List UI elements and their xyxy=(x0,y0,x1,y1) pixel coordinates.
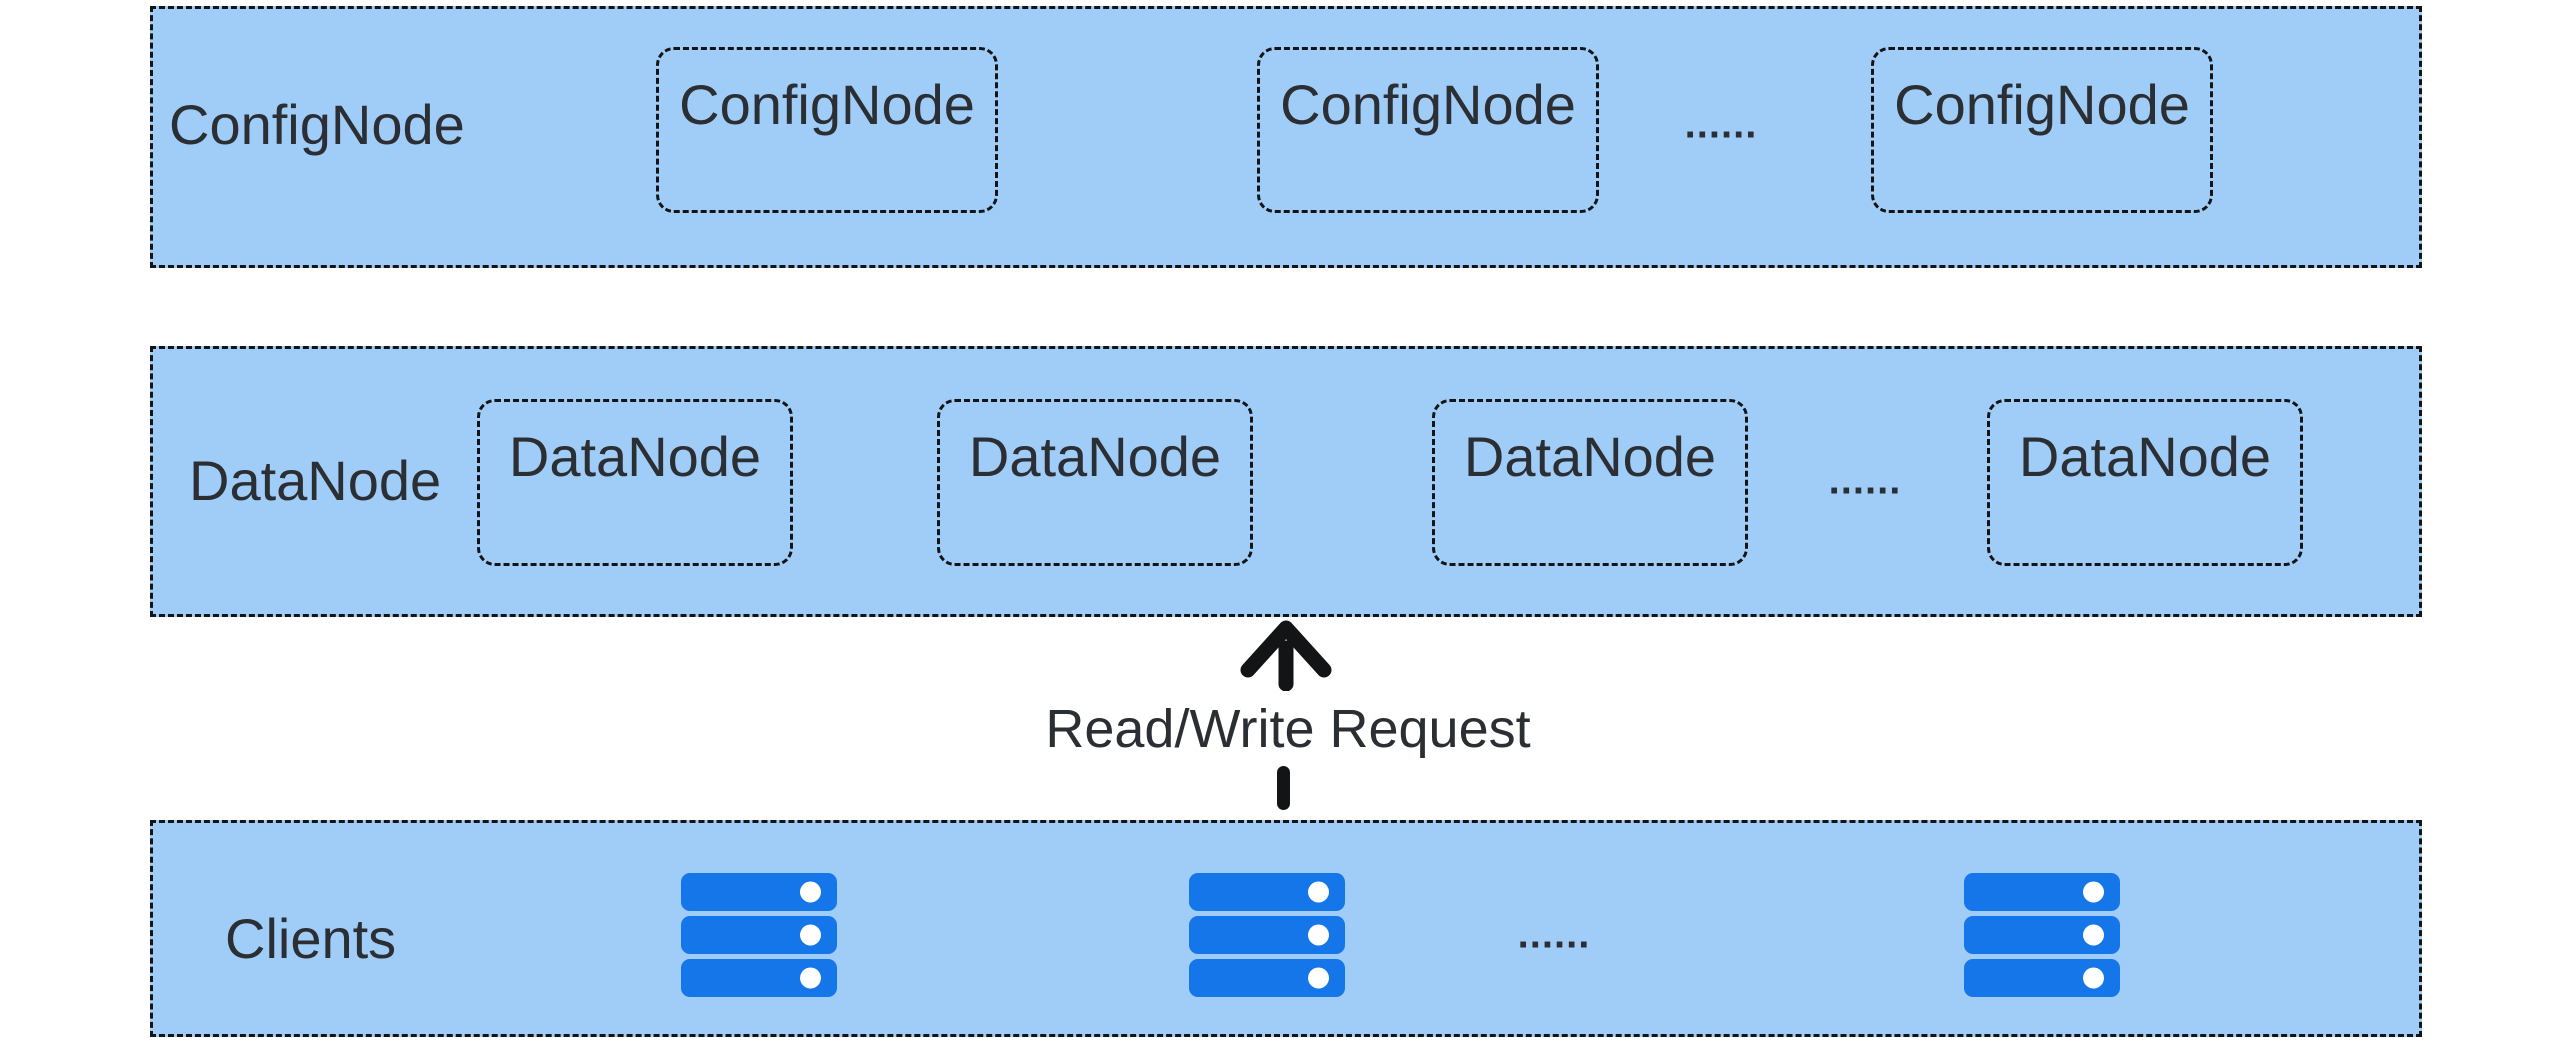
server-bar xyxy=(1964,959,2120,997)
confignode-box-2: ConfigNode xyxy=(1257,47,1599,213)
server-led-dot xyxy=(1308,924,1329,946)
server-bar xyxy=(1189,916,1345,954)
server-led-dot xyxy=(2083,924,2104,946)
server-bar xyxy=(1964,873,2120,911)
confignode-box-1: ConfigNode xyxy=(656,47,998,213)
datanode-ellipsis: ...... xyxy=(1828,458,1902,503)
client-server-stack-icon-3 xyxy=(1964,873,2120,997)
datanode-row: DataNode DataNode DataNode DataNode ....… xyxy=(150,346,2422,617)
datanode-row-label: DataNode xyxy=(189,449,442,512)
clients-row: Clients ...... xyxy=(150,820,2422,1037)
server-bar xyxy=(681,916,837,954)
read-write-request-label: Read/Write Request xyxy=(1045,699,1531,759)
server-led-dot xyxy=(800,881,821,903)
arrow-dash-segment xyxy=(1277,766,1290,810)
up-arrow-icon xyxy=(1240,620,1332,691)
server-bar xyxy=(1964,916,2120,954)
server-led-dot xyxy=(1308,967,1329,989)
confignode-row-label: ConfigNode xyxy=(169,93,465,156)
clients-row-label: Clients xyxy=(225,907,397,970)
server-led-dot xyxy=(800,967,821,989)
datanode-box-2: DataNode xyxy=(937,399,1253,566)
datanode-box-3-label: DataNode xyxy=(1463,425,1717,488)
datanode-box-2-label: DataNode xyxy=(968,425,1222,488)
datanode-box-1: DataNode xyxy=(477,399,793,566)
confignode-box-1-label: ConfigNode xyxy=(679,73,975,136)
datanode-box-4-label: DataNode xyxy=(2018,425,2272,488)
server-bar xyxy=(1189,959,1345,997)
client-server-stack-icon-2 xyxy=(1189,873,1345,997)
datanode-box-1-label: DataNode xyxy=(508,425,762,488)
server-led-dot xyxy=(2083,967,2104,989)
server-bar xyxy=(1189,873,1345,911)
server-led-dot xyxy=(1308,881,1329,903)
server-led-dot xyxy=(2083,881,2104,903)
server-bar xyxy=(681,873,837,911)
confignode-ellipsis: ...... xyxy=(1684,102,1758,147)
server-bar xyxy=(681,959,837,997)
datanode-box-3: DataNode xyxy=(1432,399,1748,566)
confignode-row: ConfigNode ConfigNode ConfigNode ...... … xyxy=(150,6,2422,268)
confignode-box-3: ConfigNode xyxy=(1871,47,2213,213)
confignode-box-2-label: ConfigNode xyxy=(1280,73,1576,136)
datanode-box-4: DataNode xyxy=(1987,399,2303,566)
client-server-stack-icon-1 xyxy=(681,873,837,997)
confignode-box-3-label: ConfigNode xyxy=(1894,73,2190,136)
clients-ellipsis: ...... xyxy=(1517,912,1591,957)
server-led-dot xyxy=(800,924,821,946)
